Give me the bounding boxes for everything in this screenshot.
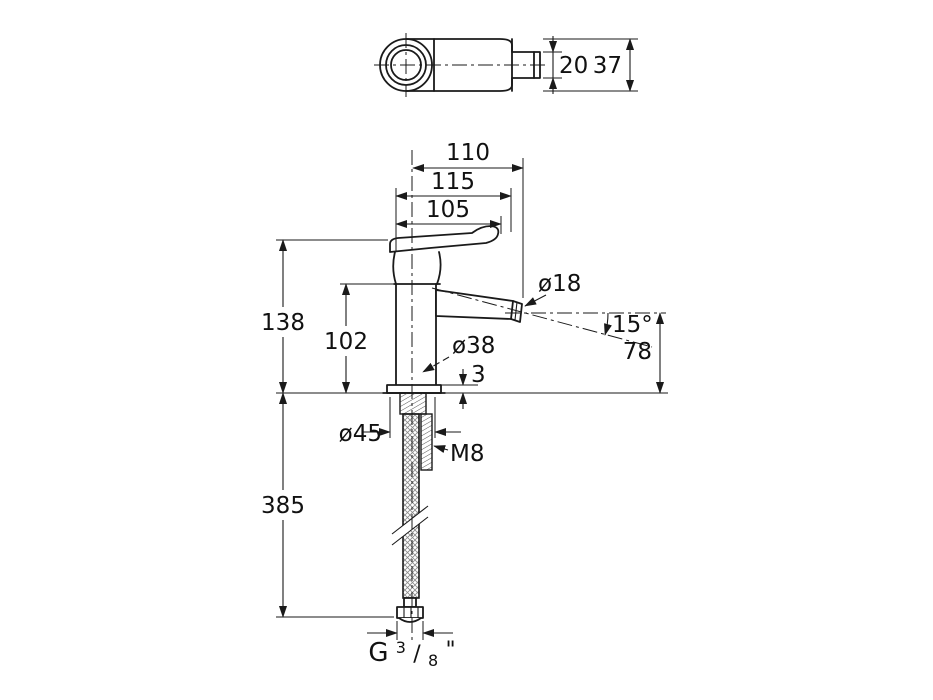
dim-spout-reach-label: 110	[446, 140, 490, 166]
handle-neck-left	[392, 251, 397, 285]
base-plate	[386, 384, 442, 394]
front-view	[382, 225, 523, 623]
dim-total-height-label: 138	[261, 310, 305, 336]
hose-break-line-1	[391, 505, 429, 535]
hose-break-line-2	[391, 516, 429, 546]
dim-body-diameter-label: ø38	[452, 333, 495, 359]
spout	[435, 289, 523, 323]
centerlines	[374, 33, 666, 644]
dim-connection-label: G 3 / 8 "	[368, 633, 455, 672]
connection-prefix: G	[368, 638, 388, 668]
connection-numerator: 3	[396, 638, 406, 657]
leader-body-diameter	[422, 356, 450, 373]
dim-stud-thread-label: M8	[450, 441, 484, 467]
dim-outlet-height-label: 78	[623, 339, 652, 365]
dim-body-height-label: 102	[324, 329, 368, 355]
m8-stud	[420, 413, 433, 471]
dim-top-tip-width-label: 20	[559, 53, 588, 79]
dim-base-diameter-label: ø45	[339, 421, 382, 447]
spout-outlet-line	[510, 300, 514, 320]
fitting-nut	[396, 606, 424, 619]
leader-m8	[433, 445, 449, 453]
leader-outlet-diameter	[524, 294, 547, 307]
lever-handle	[389, 225, 500, 253]
dim-top-body-width-label: 37	[593, 53, 622, 79]
handle-neck-right	[436, 251, 442, 285]
threaded-shank	[399, 392, 427, 415]
fitting-cap	[398, 617, 422, 623]
flexible-hose	[402, 413, 420, 599]
fitting-neck	[403, 597, 417, 608]
dim-spout-angle-label: 15°	[612, 312, 653, 338]
dim-outlet-diameter-label: ø18	[538, 271, 581, 297]
angle-arc-15	[604, 312, 612, 336]
hose-break-gap	[392, 506, 428, 545]
connection-suffix: "	[446, 638, 456, 663]
connection-slash: /	[413, 642, 421, 667]
spout-axis-centerline	[431, 287, 653, 348]
dim-lever-reach-label: 115	[431, 169, 475, 195]
connection-denominator: 8	[428, 651, 438, 670]
dim-hose-length-label: 385	[261, 493, 305, 519]
dim-lever-length-label: 105	[426, 197, 470, 223]
dimension-labels: 20 37 110 115 105 138 102 385 ø18 15° 78…	[261, 53, 653, 672]
dim-base-plate-thickness-label: 3	[471, 362, 486, 388]
label-masks	[253, 307, 376, 520]
